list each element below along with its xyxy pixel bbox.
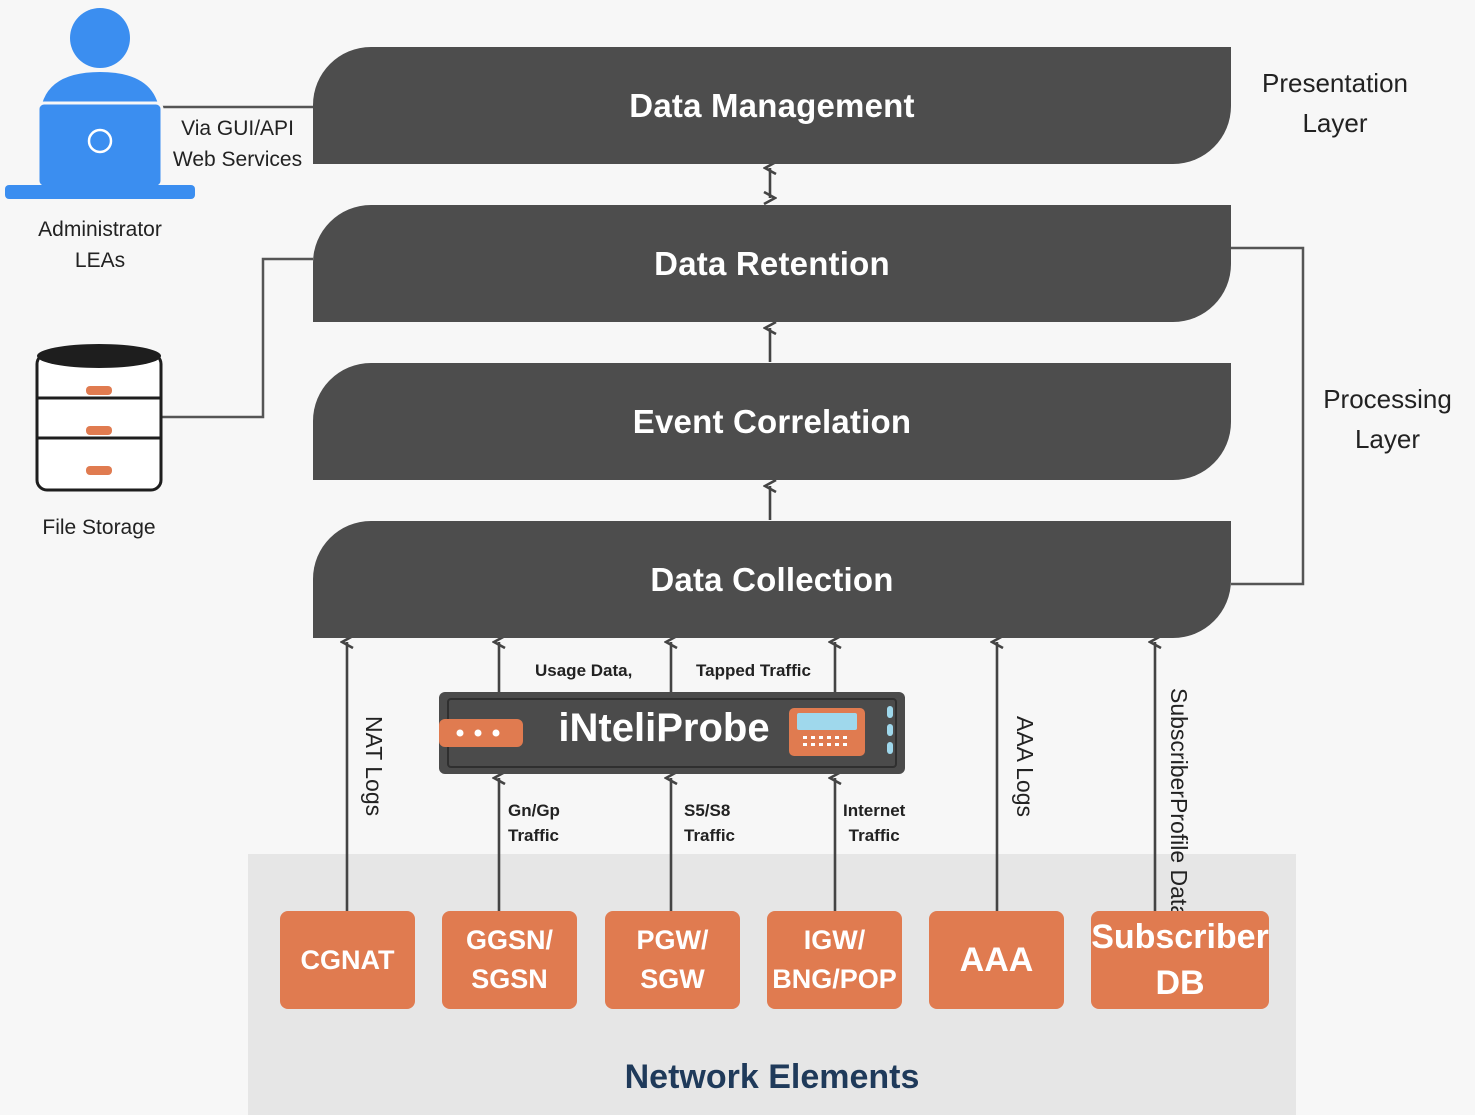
file-storage-label: File Storage bbox=[42, 516, 156, 539]
aaa-box: AAA bbox=[929, 911, 1064, 1009]
event-correlation-layer: Event Correlation bbox=[313, 363, 1231, 480]
processing-layer-label: Processing Layer bbox=[1323, 384, 1452, 454]
inteliprobe-device: iNteliProbe bbox=[439, 692, 905, 774]
pgw-sgw-box: PGW/SGW bbox=[605, 911, 740, 1009]
nat-logs-label: NAT Logs bbox=[361, 716, 387, 817]
data-collection-label: Data Collection bbox=[650, 560, 894, 598]
administrator-label: Administrator LEAs bbox=[38, 218, 162, 272]
cgnat-box: CGNAT bbox=[280, 911, 415, 1009]
administrator-icon bbox=[5, 8, 195, 199]
probe-name: iNteliProbe bbox=[558, 706, 770, 750]
data-management-label: Data Management bbox=[629, 86, 915, 124]
tapped-traffic-label: Tapped Traffic bbox=[696, 661, 811, 680]
igw-bng-pop-box: IGW/BNG/POP bbox=[767, 911, 902, 1009]
data-collection-layer: Data Collection bbox=[313, 521, 1231, 638]
event-correlation-label: Event Correlation bbox=[632, 402, 912, 440]
gui-api-label: Via GUI/API Web Services bbox=[172, 117, 303, 171]
data-retention-label: Data Retention bbox=[654, 244, 890, 282]
network-elements-title: Network Elements bbox=[624, 1058, 920, 1096]
ggsn-sgsn-box: GGSN/SGSN bbox=[442, 911, 577, 1009]
subscriber-profile-label: SubscriberProfile Data bbox=[1166, 688, 1192, 919]
data-retention-layer: Data Retention bbox=[313, 205, 1231, 322]
data-management-layer: Data Management bbox=[313, 47, 1231, 164]
aaa-logs-label: AAA Logs bbox=[1012, 716, 1038, 818]
presentation-layer-label: Presentation Layer bbox=[1262, 68, 1408, 138]
processing-bracket bbox=[1231, 246, 1305, 586]
usage-data-label: Usage Data, bbox=[535, 661, 633, 680]
storage-link-line bbox=[162, 257, 313, 419]
probe-details bbox=[439, 706, 893, 756]
file-storage-icon bbox=[35, 344, 163, 492]
